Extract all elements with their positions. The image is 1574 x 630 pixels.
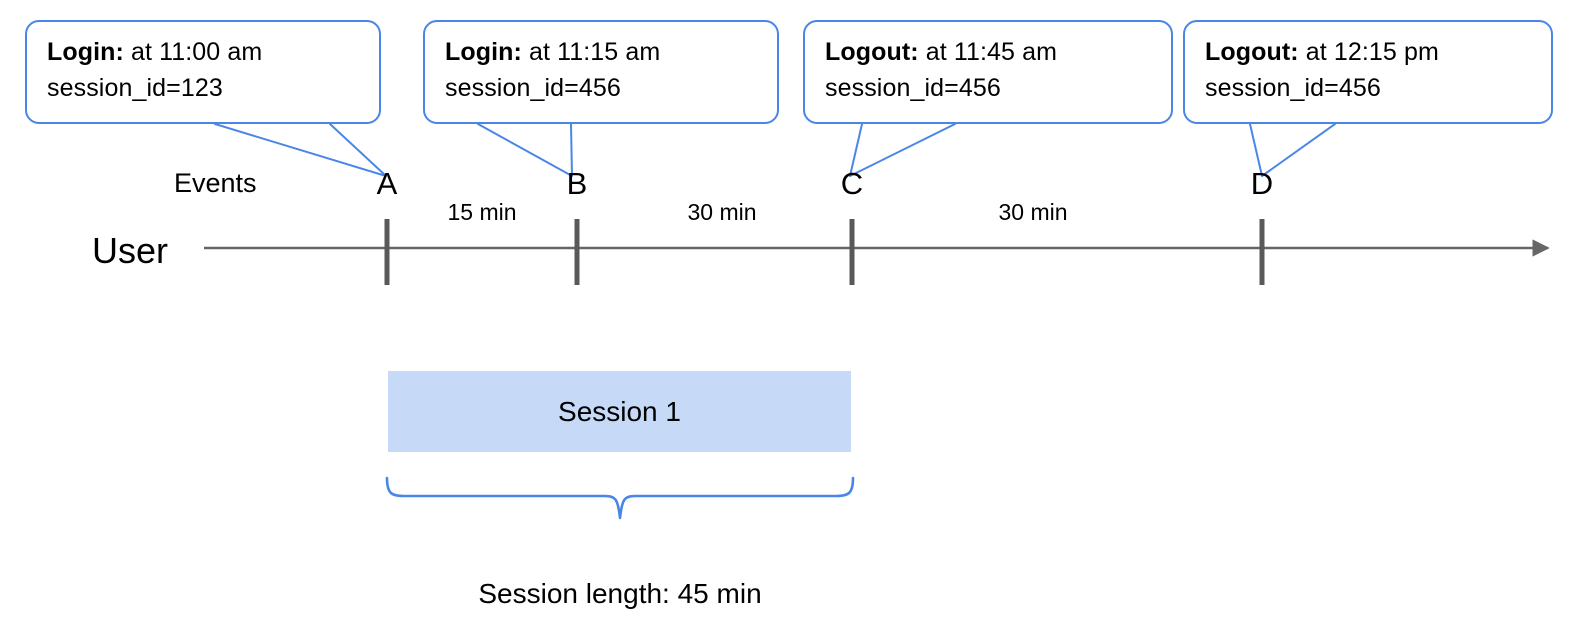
event-letter-b: B	[566, 166, 588, 201]
user-row-label: User	[92, 230, 169, 271]
session-bar-label: Session 1	[558, 395, 681, 427]
callout-b-time: at 11:15 am	[521, 38, 661, 66]
callout-b-label: Login:	[445, 38, 522, 66]
event-letter-c: C	[840, 166, 864, 201]
callout-d-time: at 12:15 pm	[1298, 38, 1439, 66]
callout-tail-c	[849, 123, 956, 177]
callout-c-detail: session_id=456	[825, 74, 1001, 102]
interval-label-ab: 15 min	[447, 199, 517, 225]
callout-a-line1: Login: at 11:00 am	[47, 34, 363, 70]
session-bar: Session 1	[388, 371, 851, 452]
callout-d-label: Logout:	[1205, 38, 1299, 66]
callout-d-line1: Logout: at 12:15 pm	[1205, 34, 1535, 70]
callout-c-line1: Logout: at 11:45 am	[825, 34, 1155, 70]
events-row-label: Events	[174, 168, 257, 198]
callout-bubble-a: Login: at 11:00 am session_id=123	[25, 20, 381, 124]
callout-b-detail: session_id=456	[445, 74, 621, 102]
callout-bubble-c: Logout: at 11:45 am session_id=456	[803, 20, 1173, 124]
callout-c-time: at 11:45 am	[918, 38, 1058, 66]
callout-bubble-d: Logout: at 12:15 pm session_id=456	[1183, 20, 1553, 124]
session-brace	[385, 476, 855, 520]
interval-label-cd: 30 min	[998, 199, 1068, 225]
event-letter-a: A	[376, 166, 398, 201]
callout-a-time: at 11:00 am	[123, 38, 263, 66]
callout-b-line1: Login: at 11:15 am	[445, 34, 761, 70]
interval-label-bc: 30 min	[687, 199, 757, 225]
callout-tail-b	[477, 123, 573, 177]
session-length-label: Session length: 45 min	[478, 578, 762, 609]
callout-d-detail: session_id=456	[1205, 74, 1381, 102]
callout-c-label: Logout:	[825, 38, 919, 66]
callout-a-label: Login:	[47, 38, 124, 66]
callout-a-detail: session_id=123	[47, 74, 223, 102]
event-letter-d: D	[1250, 166, 1274, 201]
callout-bubble-b: Login: at 11:15 am session_id=456	[423, 20, 779, 124]
